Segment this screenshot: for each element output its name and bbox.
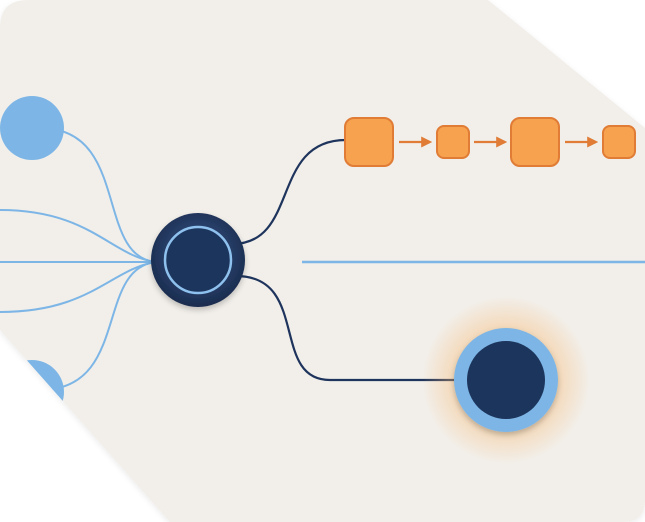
input-line-4	[0, 261, 156, 313]
connector-hub-to-pipeline	[231, 138, 347, 246]
input-line-1	[39, 127, 156, 263]
pipeline-step-1	[344, 117, 394, 167]
input-line-2	[0, 209, 156, 263]
pipeline-step-2	[436, 125, 470, 159]
input-node-top	[0, 96, 64, 160]
connector-hub-to-output	[235, 274, 462, 382]
hub-node	[151, 213, 245, 307]
output-node	[454, 328, 558, 432]
pipeline-step-4	[602, 125, 636, 159]
input-line-5	[39, 261, 156, 391]
pipeline-step-3	[510, 117, 560, 167]
input-node-bottom	[0, 360, 64, 424]
